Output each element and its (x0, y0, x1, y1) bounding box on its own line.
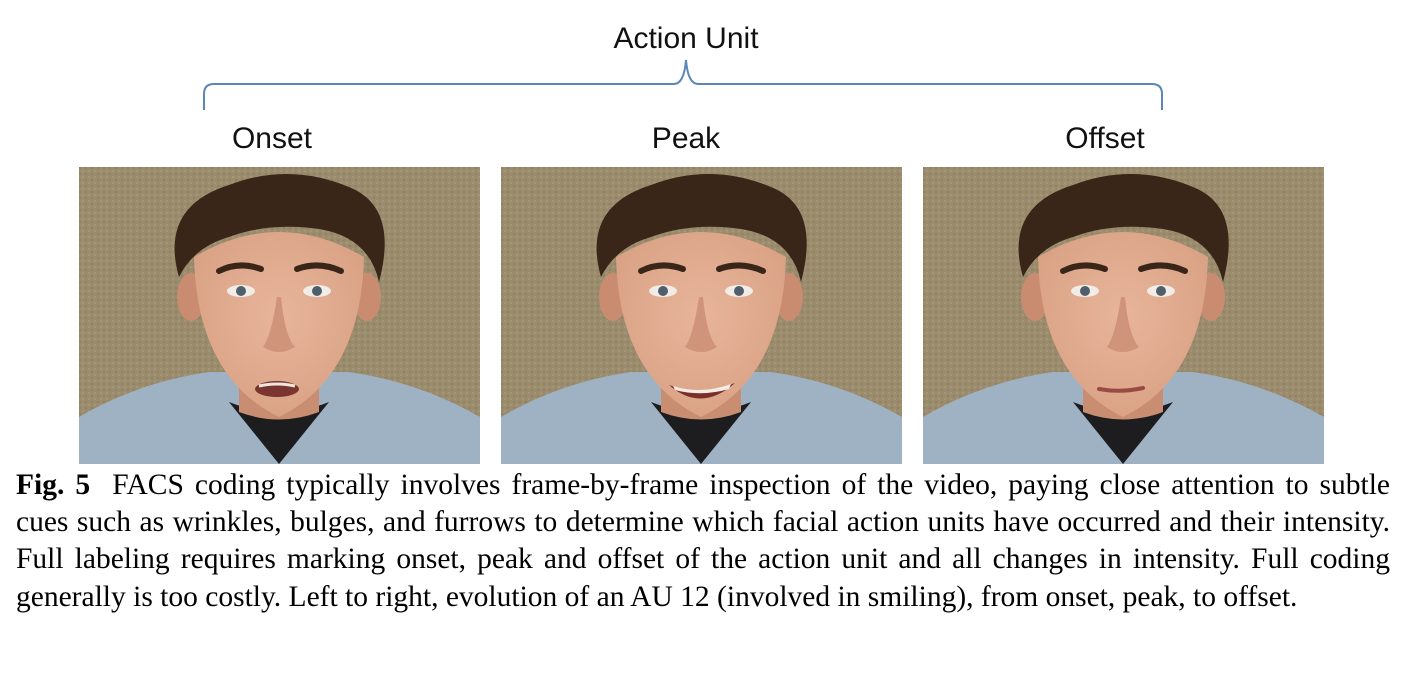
photo-onset (79, 167, 480, 464)
photo-peak (501, 167, 902, 464)
photo-offset (923, 167, 1324, 464)
phase-label-peak: Peak (651, 122, 721, 155)
phase-label-onset: Onset (231, 122, 313, 155)
caption-figure-label: Fig. 5 (16, 469, 91, 501)
grouping-brace (203, 59, 1163, 110)
caption-text: FACS coding typically involves frame-by-… (16, 469, 1391, 613)
figure-caption: Fig. 5 FACS coding typically involves fr… (16, 467, 1390, 616)
action-unit-label: Action Unit (613, 22, 759, 55)
phase-label-offset: Offset (1065, 122, 1145, 155)
